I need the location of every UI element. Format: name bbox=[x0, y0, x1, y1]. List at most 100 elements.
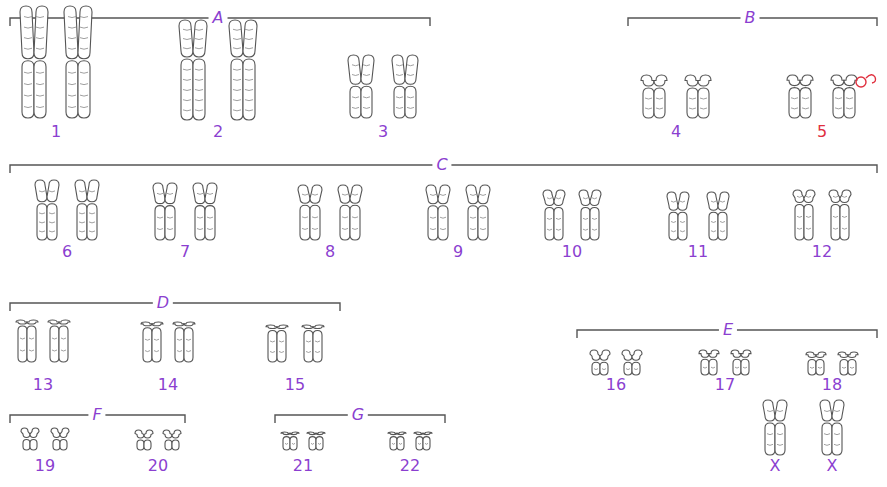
chromatid-arm bbox=[243, 20, 257, 57]
chromatid-arm bbox=[316, 432, 325, 435]
chromatid-arm bbox=[438, 185, 450, 204]
chromatid-arm bbox=[822, 423, 832, 455]
chromatid-arm bbox=[669, 212, 678, 240]
chromatid-arm bbox=[698, 88, 709, 118]
chromosome-band bbox=[167, 193, 173, 194]
chromatid-arm bbox=[709, 350, 719, 357]
marker-circle bbox=[856, 77, 866, 87]
chromatid-arm bbox=[718, 212, 727, 240]
chromosome-band bbox=[430, 229, 436, 230]
chromosome-band bbox=[245, 100, 253, 101]
chromosome-band bbox=[680, 231, 685, 232]
chromosome-band bbox=[711, 231, 716, 232]
chromatid-arm bbox=[800, 75, 813, 86]
chromosome-number: 13 bbox=[33, 377, 53, 393]
chromosome-band bbox=[802, 108, 809, 109]
chromosome-band bbox=[680, 221, 685, 222]
chromosome-band bbox=[556, 198, 561, 199]
chromosome-band bbox=[592, 198, 597, 199]
chromatid-arm bbox=[590, 350, 600, 360]
chromosome-band bbox=[24, 95, 32, 96]
chromatid-arm bbox=[699, 350, 709, 357]
chromatid-arm bbox=[266, 325, 277, 328]
chromosome-band bbox=[833, 228, 838, 229]
group-letter: C bbox=[432, 157, 451, 173]
chromosome-band bbox=[440, 229, 446, 230]
chromosome-band bbox=[720, 221, 725, 222]
marker-circle bbox=[856, 75, 876, 87]
chromosome-band bbox=[306, 341, 311, 342]
chromosome-band bbox=[342, 217, 348, 218]
chromosome-band bbox=[61, 350, 66, 351]
group-brackets bbox=[10, 18, 877, 423]
chromosome-band bbox=[480, 194, 486, 195]
chromatid-arm bbox=[310, 205, 320, 240]
chromosome-band bbox=[68, 38, 76, 39]
chromatid-arm bbox=[832, 400, 844, 421]
chromosome-number: 9 bbox=[453, 244, 463, 260]
chromatid-arm bbox=[290, 432, 299, 435]
chromosome-band bbox=[233, 110, 241, 111]
chromatid-arm bbox=[466, 185, 478, 204]
chromatid-arm bbox=[153, 183, 165, 204]
chromatid-arm bbox=[193, 20, 207, 57]
chromatid-arm bbox=[243, 59, 255, 120]
chromatid-arm bbox=[624, 362, 632, 375]
chromosome-band bbox=[767, 434, 773, 435]
chromosome-band bbox=[689, 98, 696, 99]
group-letter: B bbox=[741, 10, 760, 26]
chromosome-number: 18 bbox=[822, 377, 842, 393]
chromosome-band bbox=[195, 90, 203, 91]
chromosome-band bbox=[195, 48, 203, 49]
chromosome-band bbox=[480, 229, 486, 230]
chromatid-arm bbox=[77, 204, 87, 240]
chromatid-arm bbox=[554, 208, 563, 241]
chromatid-arm bbox=[144, 440, 151, 450]
chromosome-band bbox=[145, 339, 150, 340]
chromosome-band bbox=[680, 201, 685, 202]
group-letter: D bbox=[153, 295, 173, 311]
chromatid-arm bbox=[30, 428, 39, 438]
chromosome-band bbox=[735, 367, 739, 368]
chromosome-band bbox=[245, 39, 253, 40]
chromosome-band bbox=[806, 216, 811, 217]
chromosome-band bbox=[306, 351, 311, 352]
chromosome-band bbox=[399, 443, 402, 444]
chromosome-band bbox=[312, 194, 318, 195]
chromosome-band bbox=[833, 216, 838, 217]
chromosome-band bbox=[36, 48, 44, 49]
chromatid-arm bbox=[281, 432, 290, 435]
chromosome-band bbox=[842, 216, 847, 217]
chromatid-arm bbox=[30, 440, 37, 450]
chromatid-arm bbox=[641, 75, 654, 86]
chromatid-arm bbox=[600, 350, 610, 360]
chromosome-band bbox=[842, 367, 846, 368]
chromatid-arm bbox=[304, 330, 313, 362]
chromatid-arm bbox=[75, 180, 87, 202]
chromatid-arm bbox=[23, 440, 30, 450]
chromosome-band bbox=[207, 217, 213, 218]
chromatid-arm bbox=[48, 320, 59, 324]
chromosome-band bbox=[68, 95, 76, 96]
chromatid-arm bbox=[18, 326, 27, 362]
chromatid-arm bbox=[21, 428, 30, 438]
chromosome-band bbox=[285, 443, 288, 444]
chromosome-band bbox=[835, 108, 842, 109]
chromosome-number: 21 bbox=[293, 458, 313, 474]
chromosome-band bbox=[49, 222, 55, 223]
chromosome-number: 22 bbox=[400, 458, 420, 474]
chromosome-band bbox=[810, 367, 814, 368]
chromatid-arm bbox=[667, 192, 678, 210]
chromosome-band bbox=[68, 17, 76, 18]
chromosome-band bbox=[407, 97, 414, 98]
group-letter: E bbox=[719, 322, 737, 338]
chromatid-arm bbox=[78, 61, 90, 118]
chromosome-band bbox=[396, 107, 403, 108]
chromatid-arm bbox=[831, 205, 840, 241]
chromosome-number: 3 bbox=[378, 124, 388, 140]
chromosome-band bbox=[233, 90, 241, 91]
chromosome-band bbox=[806, 196, 811, 197]
chromosome-band bbox=[834, 434, 840, 435]
